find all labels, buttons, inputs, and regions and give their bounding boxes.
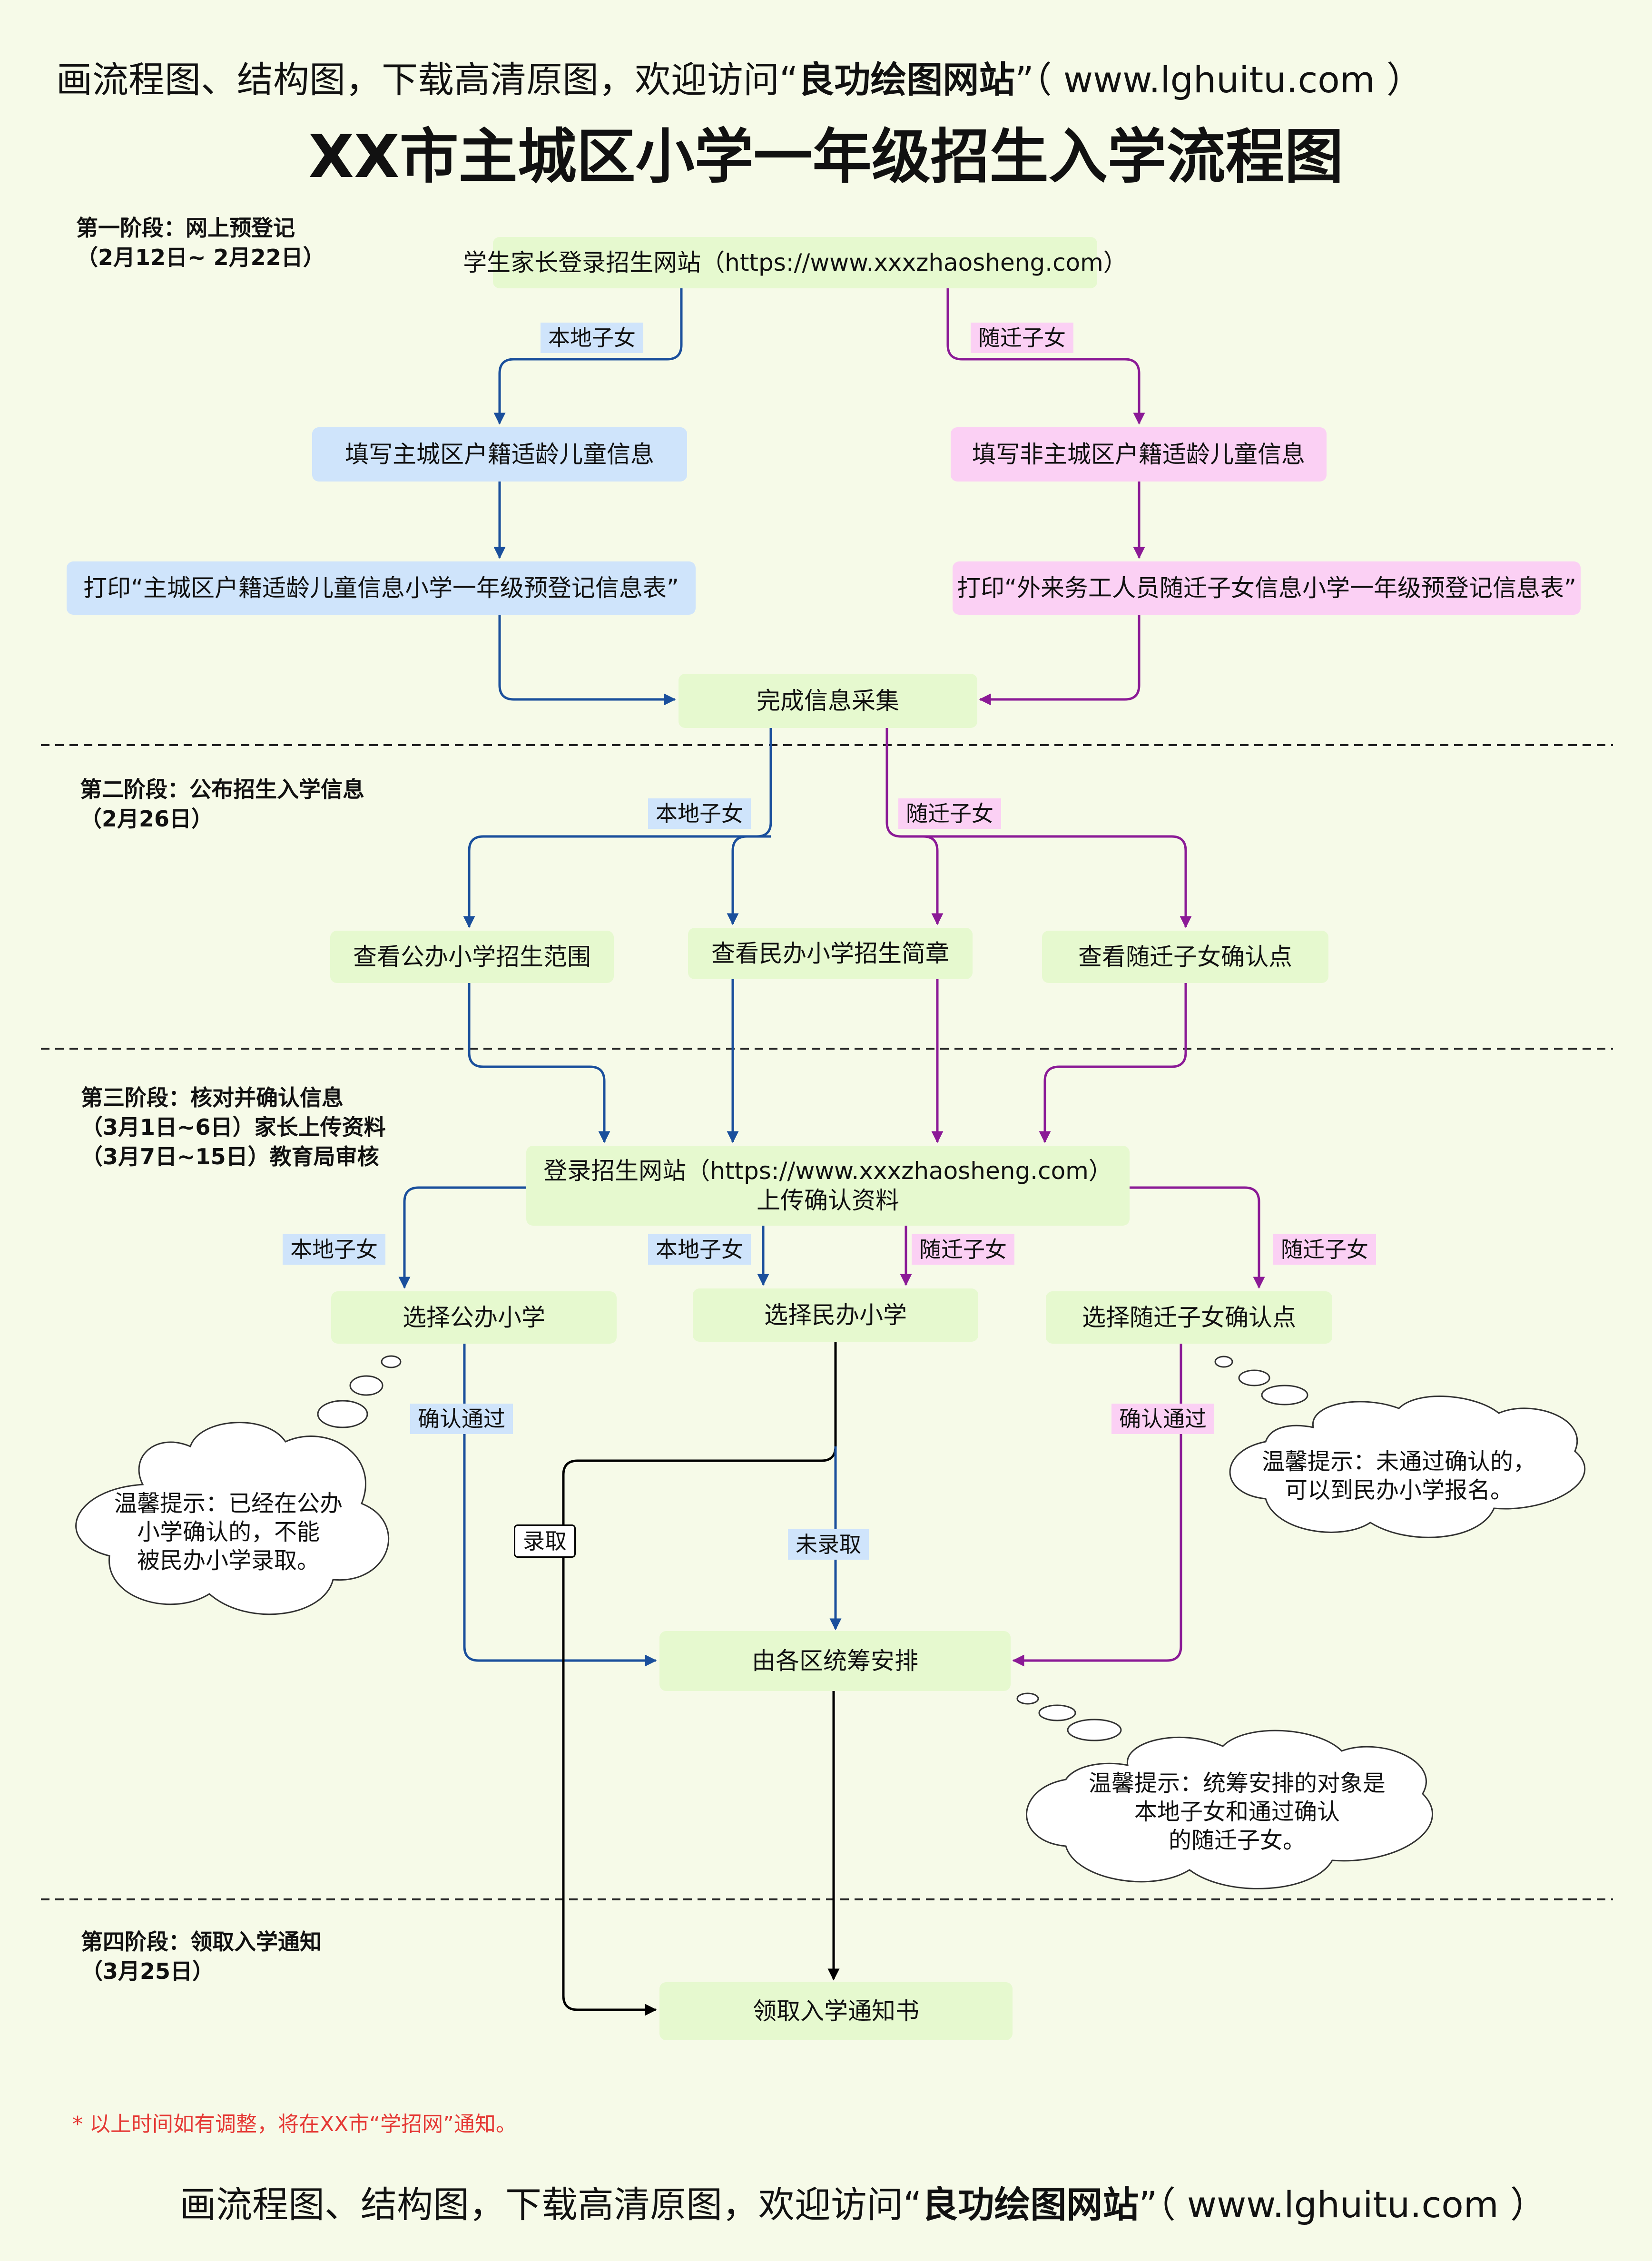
banner-brand: 良功绘图网站 [798, 59, 1015, 101]
banner-prefix: 画流程图、结构图，下载高清原图，欢迎访问“ [56, 59, 798, 101]
stage-1-label: 第一阶段：网上预登记 （2月12日~ 2月22日） [76, 215, 325, 270]
edge-login-to-fill-local [493, 288, 683, 425]
node-arrange[interactable]: 由各区统筹安排 [659, 1631, 1011, 1691]
banner-brand-bottom: 良功绘图网站 [922, 2183, 1139, 2226]
node-choose-public[interactable]: 选择公办小学 [331, 1291, 617, 1344]
node-view-private[interactable]: 查看民办小学招生简章 [688, 928, 973, 979]
edge-print-local-to-complete [498, 615, 676, 706]
note-arrange-targets: 温馨提示：统筹安排的对象是 本地子女和通过确认 的随迁子女。 [1088, 1770, 1386, 1854]
bottom-banner: 画流程图、结构图，下载高清原图，欢迎访问“良功绘图网站”（ www.lghuit… [180, 2175, 1546, 2228]
stage-3-label: 第三阶段：核对并确认信息 （3月1日~6日）家长上传资料 （3月7日~15日）教… [81, 1085, 386, 1170]
node-upload[interactable]: 登录招生网站（https://www.xxxzhaosheng.com） 上传确… [526, 1146, 1130, 1226]
cloud-callouts [75, 1355, 1586, 1889]
node-print-migrant[interactable]: 打印“外来务工人员随迁子女信息小学一年级预登记信息表” [953, 561, 1581, 615]
edge-choose-point-to-arrange [1012, 1344, 1182, 1667]
edge-view-point-to-upload [1039, 983, 1187, 1143]
tag-confirmed-1: 确认通过 [410, 1404, 513, 1434]
node-login[interactable]: 学生家长登录招生网站（https://www.xxxzhaosheng.com） [463, 237, 1127, 288]
node-fill-migrant[interactable]: 填写非主城区户籍适龄儿童信息 [951, 427, 1327, 482]
stage-separators [41, 744, 1613, 1900]
tag-confirmed-2: 确认通过 [1111, 1404, 1214, 1434]
cloud-note-3 [1016, 1692, 1434, 1889]
edge-complete-to-view-private-migrant [885, 728, 944, 925]
footnote: * 以上时间如有调整，将在XX市“学招网”通知。 [72, 2112, 517, 2136]
edge-choose-public-to-arrange [463, 1344, 657, 1667]
tag-migrant-2: 随迁子女 [898, 798, 1001, 829]
banner-prefix-bottom: 画流程图、结构图，下载高清原图，欢迎访问“ [180, 2183, 922, 2226]
note-public-confirmed: 温馨提示：已经在公办 小学确认的，不能 被民办小学录取。 [114, 1490, 343, 1574]
tag-local-4: 本地子女 [648, 1234, 751, 1265]
tag-local-1: 本地子女 [541, 323, 643, 353]
edge-complete-to-view-point [923, 835, 1192, 928]
node-fill-local[interactable]: 填写主城区户籍适龄儿童信息 [312, 427, 687, 482]
edge-complete-to-view-private-local [727, 835, 771, 925]
tag-local-2: 本地子女 [648, 798, 751, 829]
page-title: XX市主城区小学一年级招生入学流程图 [308, 123, 1344, 191]
banner-suffix: ”（ www.lghuitu.com ） [1015, 59, 1423, 101]
tag-migrant-4: 随迁子女 [1273, 1234, 1376, 1265]
edge-upload-to-choose-point [1130, 1186, 1265, 1289]
node-notice[interactable]: 领取入学通知书 [659, 1982, 1013, 2040]
stage-2-label: 第二阶段：公布招生入学信息 （2月26日） [80, 777, 364, 832]
tag-local-3: 本地子女 [283, 1234, 385, 1265]
cloud-note-1 [75, 1355, 402, 1615]
stage-4-label: 第四阶段：领取入学通知 （3月25日） [81, 1929, 322, 1984]
edge-upload-to-choose-public [398, 1186, 526, 1289]
tag-migrant-1: 随迁子女 [971, 323, 1073, 353]
node-complete[interactable]: 完成信息采集 [678, 674, 977, 728]
node-print-local[interactable]: 打印“主城区户籍适龄儿童信息小学一年级预登记信息表” [67, 561, 696, 615]
node-choose-private[interactable]: 选择民办小学 [693, 1288, 978, 1342]
cloud-note-2 [1214, 1356, 1586, 1538]
edge-view-public-to-upload [468, 983, 610, 1143]
tag-not-admitted: 未录取 [788, 1529, 869, 1560]
note-not-confirmed: 温馨提示：未通过确认的， 可以到民办小学报名。 [1261, 1448, 1536, 1504]
node-view-public[interactable]: 查看公办小学招生范围 [330, 931, 614, 983]
tag-admitted: 录取 [514, 1524, 576, 1558]
edge-print-migrant-to-complete [979, 615, 1141, 706]
node-choose-point[interactable]: 选择随迁子女确认点 [1046, 1291, 1332, 1344]
top-banner: 画流程图、结构图，下载高清原图，欢迎访问“良功绘图网站”（ www.lghuit… [56, 50, 1423, 103]
edge-choose-private-to-split [562, 1342, 837, 2016]
tag-migrant-3: 随迁子女 [912, 1234, 1014, 1265]
node-view-point[interactable]: 查看随迁子女确认点 [1042, 931, 1328, 983]
edge-login-to-fill-migrant [946, 288, 1145, 425]
edge-complete-to-view-public [463, 728, 772, 928]
banner-suffix-bottom: ”（ www.lghuitu.com ） [1139, 2183, 1546, 2226]
